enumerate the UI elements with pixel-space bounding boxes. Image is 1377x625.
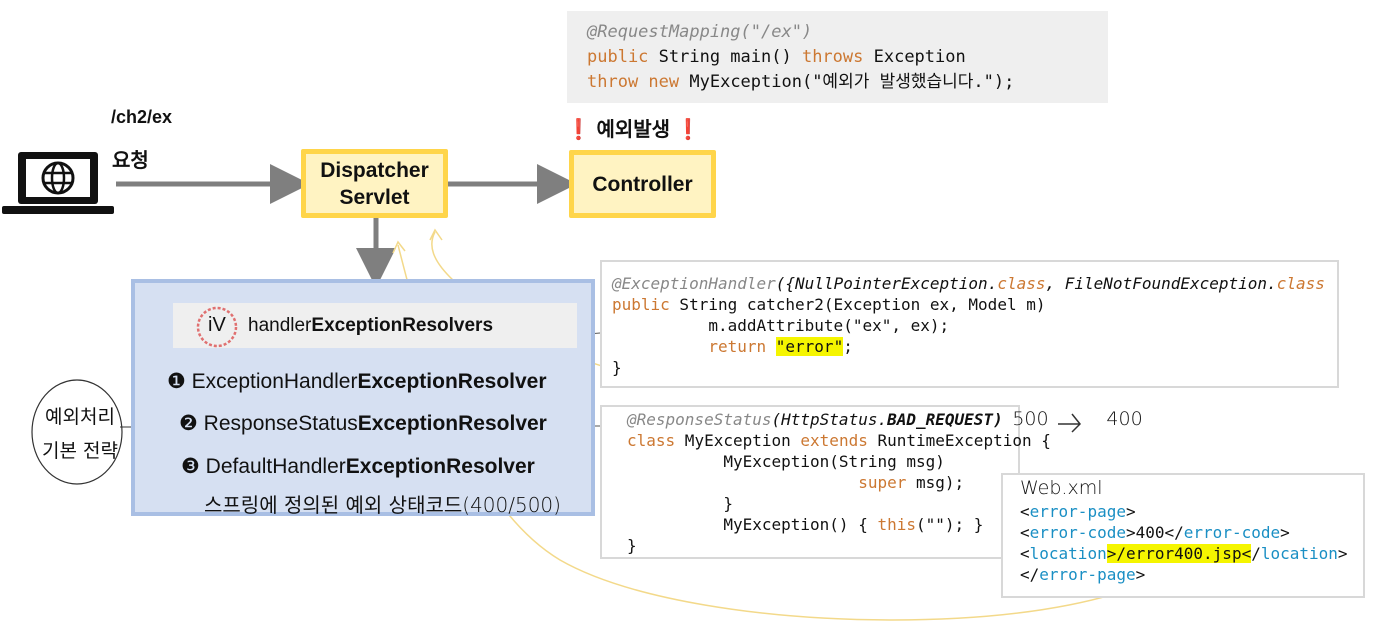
keyword-extends: extends: [800, 431, 868, 450]
webxml-card: Web.xml <error-page> <error-code>400</er…: [1001, 473, 1365, 598]
code-text: MyException: [675, 431, 801, 450]
exclamation-icon: ❗: [675, 119, 701, 141]
resolver-item-2: ❷ ResponseStatusExceptionResolver: [179, 411, 547, 436]
request-label: 요청: [112, 150, 149, 172]
xml-tag: error-code: [1029, 523, 1126, 542]
code-text: MyException(String msg): [627, 452, 945, 471]
side-note-circle: [31, 379, 123, 485]
resolver-bold: ExceptionResolver: [357, 370, 547, 393]
keyword-class: class: [1276, 274, 1325, 293]
code-text: String main(): [648, 47, 802, 67]
default-status-note: 스프링에 정의된 예외 상태코드(400/500): [204, 493, 561, 517]
code-text: , FileNotFoundException.: [1045, 274, 1277, 293]
xml-tag: error-page: [1039, 565, 1136, 584]
exception-handler-annotation: @ExceptionHandler: [612, 274, 776, 293]
bad-request-constant: BAD_REQUEST: [887, 410, 994, 429]
exception-handler-code: @ExceptionHandler({NullPointerException.…: [600, 260, 1339, 388]
error-view-name: "error": [775, 337, 844, 356]
code-text: ({NullPointerException.: [775, 274, 998, 293]
code-text: msg);: [906, 473, 965, 492]
resolver-bold: ExceptionResolver: [345, 455, 535, 478]
side-note-line1: 예외처리: [45, 406, 115, 428]
resolver-prefix: ExceptionHandler: [191, 370, 358, 393]
note-400: 400: [1106, 408, 1143, 430]
controller-code-block: @RequestMapping("/ex") public String mai…: [567, 11, 1108, 103]
header-circle-mark: [196, 306, 238, 348]
resolvers-header: [173, 303, 577, 348]
side-note: 예외처리 기본 전략: [37, 400, 123, 468]
number-2-icon: ❷: [179, 412, 198, 435]
header-mark-text: iV: [208, 314, 226, 336]
keyword-class: class: [997, 274, 1046, 293]
response-status-annotation: @ResponseStatus: [627, 410, 772, 429]
code-text: MyException("예외가 발생했습니다.");: [679, 72, 1015, 92]
dispatcher-line1: Dispatcher: [320, 158, 429, 182]
response-status-code: @ResponseStatus(HttpStatus.BAD_REQUEST) …: [600, 405, 1143, 559]
code-text: ): [993, 410, 1003, 429]
error-location-value: /error400.jsp: [1116, 544, 1242, 563]
error-code-value: 400: [1135, 523, 1165, 542]
code-text: String catcher2(Exception ex, Model m): [669, 295, 1046, 314]
note-500: 500: [1012, 408, 1049, 430]
code-text: ;: [843, 337, 853, 356]
response-status-card: [600, 405, 1020, 559]
keyword-throws: throws: [801, 47, 864, 67]
request-mapping-annotation: @RequestMapping("/ex"): [587, 22, 813, 42]
resolver-bold: ExceptionResolver: [357, 412, 547, 435]
controller-label: Controller: [592, 172, 693, 196]
code-text: Exception: [863, 47, 966, 67]
resolver-item-1: ❶ ExceptionHandlerExceptionResolver: [167, 369, 547, 394]
code-text: RuntimeException {: [867, 431, 1051, 450]
keyword-class: class: [627, 431, 676, 450]
xml-tag: error-page: [1029, 502, 1126, 521]
resolver-item-3: ❸ DefaultHandlerExceptionResolver: [181, 454, 535, 479]
keyword-this: this: [877, 515, 916, 534]
header-prefix: handler: [248, 315, 312, 336]
exclamation-icon: ❗: [566, 119, 591, 141]
exception-label: ❗ 예외발생 ❗: [566, 113, 701, 142]
laptop-icon: [2, 152, 114, 214]
resolver-prefix: ResponseStatus: [203, 412, 358, 435]
keyword-super: super: [858, 473, 907, 492]
code-text: }: [627, 494, 733, 513]
controller-box: Controller: [569, 150, 716, 218]
exception-text: 예외발생: [596, 119, 671, 141]
header-bold: ExceptionResolvers: [311, 315, 494, 336]
code-text: (HttpStatus.: [771, 410, 888, 429]
resolvers-header-title: handlerExceptionResolvers: [248, 315, 493, 337]
dispatcher-line2: Servlet: [339, 185, 410, 209]
webxml-title: Web.xml: [1020, 477, 1103, 499]
resolver-prefix: DefaultHandler: [205, 455, 346, 478]
keyword-new: new: [638, 72, 680, 92]
side-note-line2: 기본 전략: [42, 440, 118, 462]
note-arrow: [1058, 413, 1082, 433]
keyword-throw: throw: [587, 72, 639, 92]
xml-tag: error-code: [1183, 523, 1281, 542]
keyword-return: return: [708, 337, 767, 356]
xml-tag: location: [1260, 544, 1338, 563]
keyword-public: public: [612, 295, 670, 314]
code-text: }: [612, 358, 622, 377]
code-text: (""); }: [915, 515, 984, 534]
xml-tag: location: [1029, 544, 1107, 563]
number-3-icon: ❸: [181, 455, 200, 478]
code-text: }: [627, 536, 637, 555]
code-text: m.addAttribute("ex", ex);: [612, 316, 950, 335]
number-1-icon: ❶: [167, 370, 186, 393]
request-url: /ch2/ex: [111, 107, 173, 127]
code-text: MyException() {: [627, 515, 878, 534]
keyword-public: public: [587, 47, 649, 67]
